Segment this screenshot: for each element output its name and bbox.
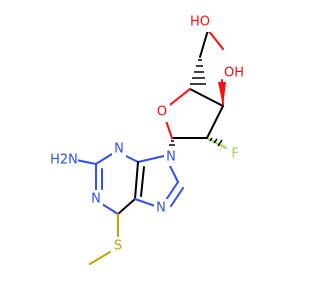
bond-n3-c2 [95, 153, 113, 165]
bond-ch2-o [207, 29, 224, 50]
atom-ring-oxygen: O [157, 105, 167, 120]
atom-n3: N [114, 142, 124, 157]
atom-n9: N [166, 150, 176, 165]
bond-c5-n7 [134, 198, 156, 207]
bond-c4-c3 [189, 88, 224, 107]
hash-wedge-c5-ch2 [190, 59, 206, 85]
bond-c3-c2 [206, 105, 224, 139]
bonds [75, 29, 227, 265]
atom-hydroxyl-top: HO [190, 15, 210, 30]
atom-fluorine: F [231, 147, 238, 162]
atom-n1: N [91, 192, 101, 207]
hash-wedge-c1-n9 [168, 140, 176, 150]
stereo-bonds [168, 59, 226, 150]
hash-wedge-c2-f [209, 137, 223, 147]
bond-c2-nh2 [75, 159, 97, 165]
bond-c4-c5 [134, 161, 139, 200]
wedge-c3-oh [218, 82, 226, 106]
bond-c4-n3 [125, 155, 139, 163]
atom-sulfur: S [114, 239, 122, 254]
atom-n7: N [156, 201, 166, 216]
atom-hydroxyl-right: OH [224, 66, 244, 81]
bond-n7-c8 [165, 181, 179, 201]
bond-n9-c4 [137, 155, 165, 163]
bond-n1-c6 [101, 203, 119, 215]
bond-c5-ch2 [199, 29, 209, 58]
atom-amine: H2N [50, 153, 78, 168]
molecule-structure: HO OH O F H2N N N N N S [50, 14, 249, 265]
bond-c4-c5-double [140, 166, 145, 197]
bond-s-ch3 [89, 251, 111, 265]
atom-labels: HO OH O F H2N N N N N S [50, 14, 249, 255]
bond-n7-c8-double [170, 187, 184, 207]
bond-c6-c5 [117, 198, 136, 215]
bond-c8-n9 [169, 165, 179, 183]
molecule-diagram: HO OH O F H2N N N N N S [50, 14, 249, 265]
